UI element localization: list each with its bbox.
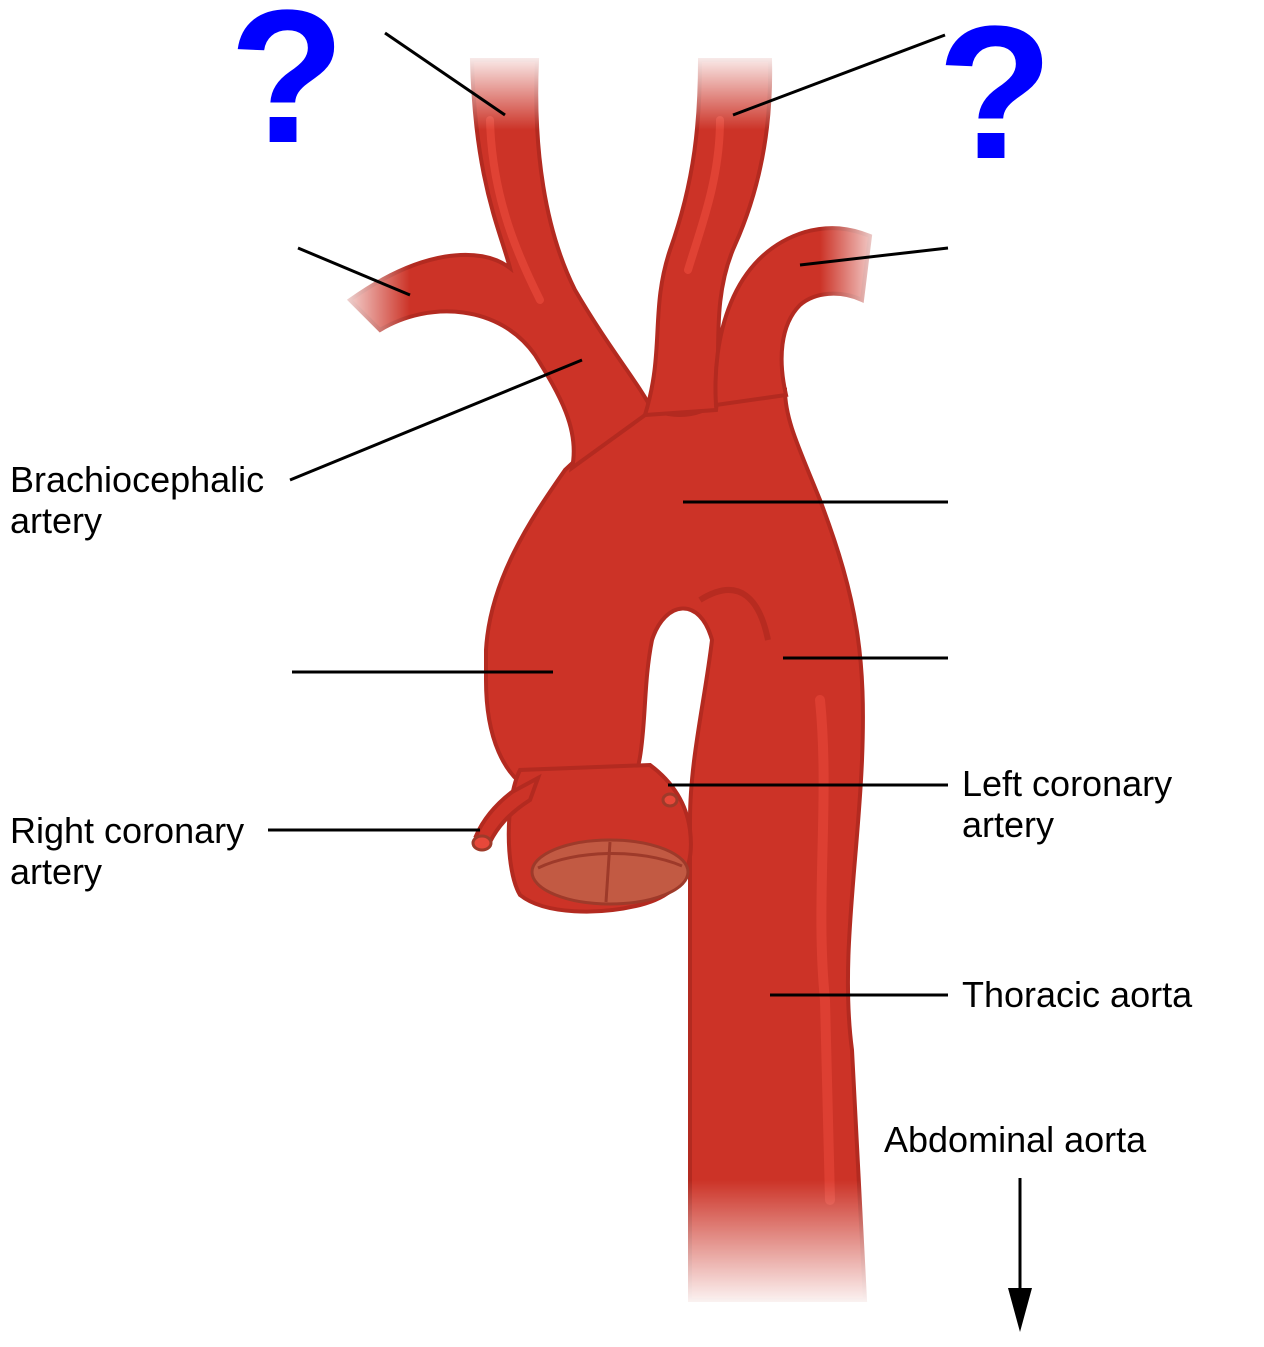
abdominal-arrow-head	[1008, 1288, 1032, 1332]
leader-line-right-carotid	[384, 31, 506, 117]
leader-lines	[268, 31, 1022, 1300]
leader-line-left-carotid	[732, 33, 946, 117]
aortic-arch	[484, 387, 868, 1302]
label-right-coronary-artery: Right coronary artery	[10, 810, 245, 892]
brachiocephalic-trunk	[346, 58, 655, 473]
label-thoracic-aorta: Thoracic aorta	[962, 974, 1193, 1015]
label-brachiocephalic-artery: Brachiocephalic artery	[10, 459, 265, 541]
leader-line-brachiocephalic	[289, 358, 583, 482]
label-left-coronary-artery: Left coronary artery	[962, 763, 1173, 845]
label-abdominal-aorta: Abdominal aorta	[884, 1119, 1147, 1160]
question-mark-icon-left: ?	[229, 0, 346, 183]
question-mark-icon-right: ?	[937, 0, 1054, 199]
leader-line-left-subclavian	[799, 246, 949, 267]
leader-line-right-subclavian	[297, 246, 411, 297]
